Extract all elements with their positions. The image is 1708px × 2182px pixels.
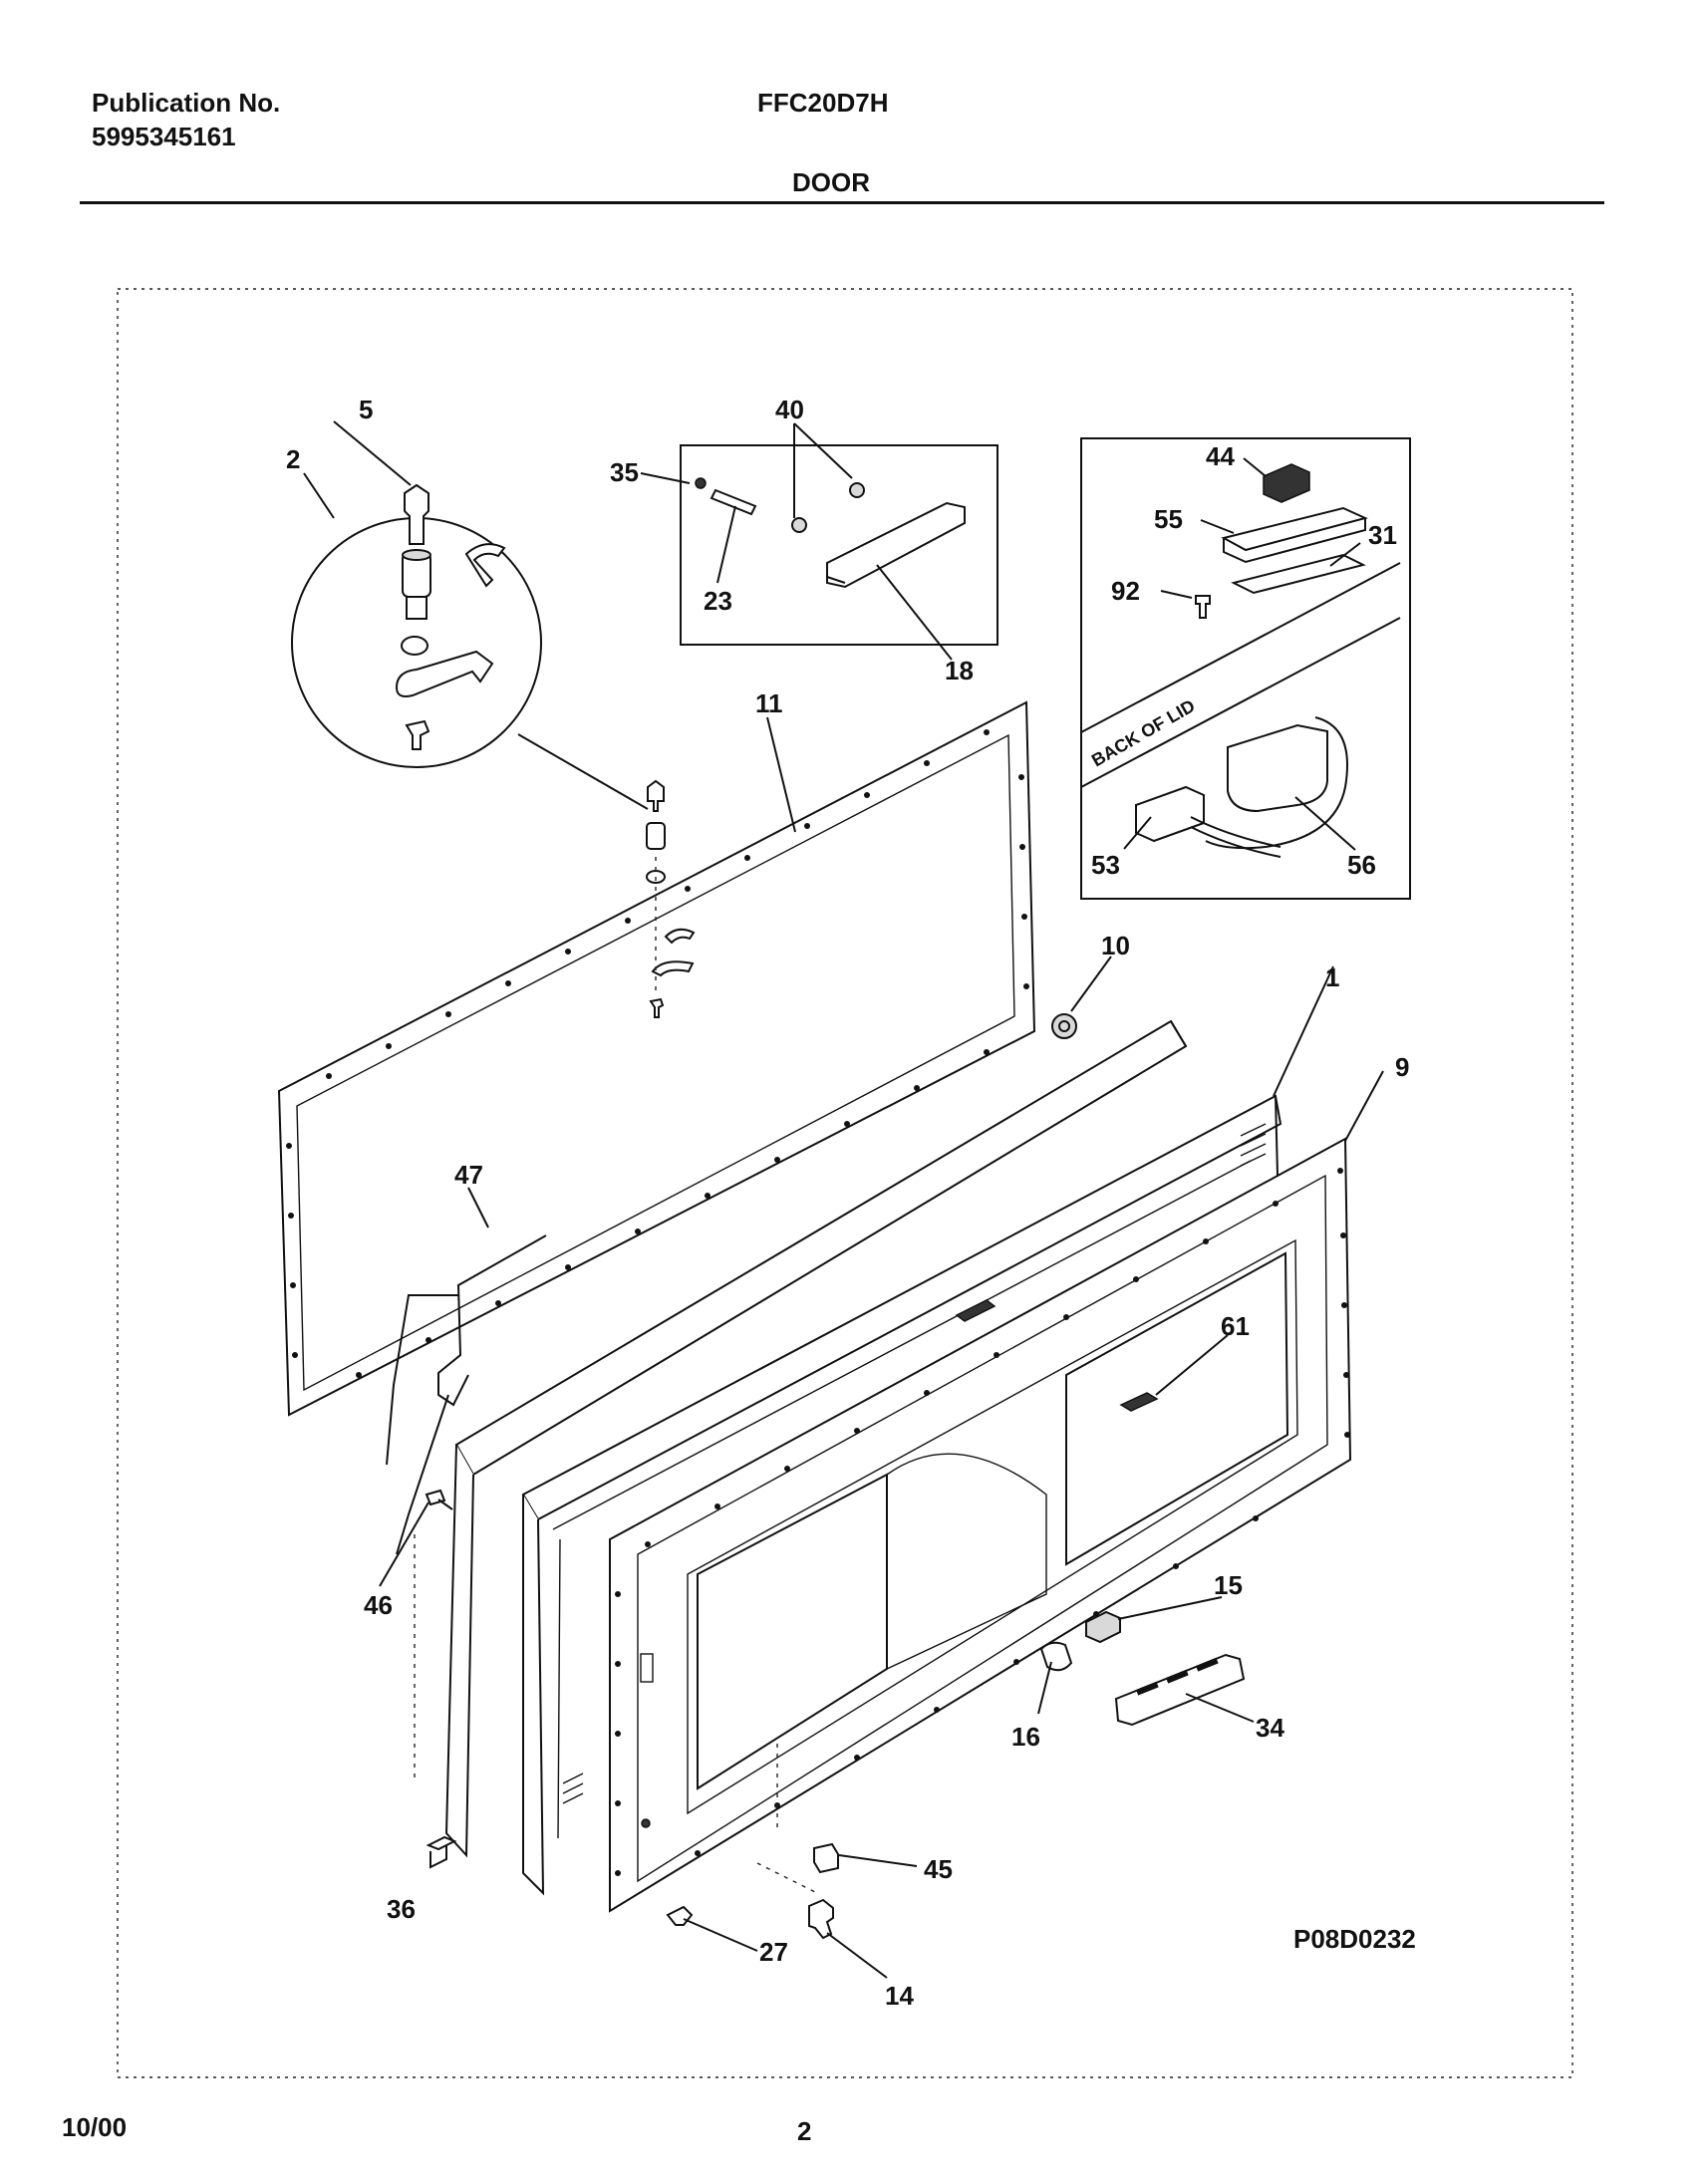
key-icon [404, 483, 429, 545]
light-lens [1221, 506, 1368, 552]
diagram-frame [117, 288, 1573, 2078]
callout-23: 23 [704, 586, 732, 616]
callout-15: 15 [1214, 1570, 1243, 1600]
callout-55: 55 [1154, 504, 1183, 534]
door-gasket [521, 1094, 1282, 1896]
handle-nut [695, 477, 707, 489]
section-title: DOOR [792, 167, 870, 197]
callout-labels: 5 2 35 40 23 18 44 55 31 92 53 56 11 10 … [286, 395, 1416, 2011]
callout-9: 9 [1395, 1052, 1409, 1082]
callout-18: 18 [945, 656, 974, 685]
callout-5: 5 [359, 395, 373, 424]
callout-46: 46 [364, 1590, 393, 1620]
callout-44: 44 [1206, 441, 1235, 471]
panel-screw [666, 1905, 694, 1926]
control-trim [1114, 1653, 1246, 1727]
callout-45: 45 [924, 1854, 953, 1884]
publication-label: Publication No. [92, 88, 281, 118]
footer-date: 10/00 [62, 2112, 128, 2142]
callout-40: 40 [775, 395, 804, 424]
callout-53: 53 [1091, 850, 1120, 880]
door-screw [425, 1489, 453, 1510]
lens-screw [1195, 595, 1211, 619]
lid-liner [277, 700, 1036, 1417]
panel-top-clip [955, 1299, 996, 1322]
panel-right [1065, 1251, 1289, 1566]
callout-11: 11 [755, 688, 783, 718]
back-of-lid-inset-box: BACK OF LID [1080, 437, 1411, 900]
callout-14: 14 [885, 1981, 914, 2011]
callout-10: 10 [1101, 931, 1130, 960]
callout-56: 56 [1347, 850, 1376, 880]
lens-gasket [1231, 553, 1366, 595]
hinge-plug [1051, 1013, 1077, 1039]
handle-nut-left [791, 517, 807, 533]
light-switch [1263, 463, 1310, 503]
heater-wire [437, 1234, 547, 1407]
lock-clip [464, 543, 506, 588]
door-clip [426, 1835, 457, 1869]
footer-page-number: 2 [797, 2116, 812, 2146]
callout-27: 27 [759, 1937, 788, 1967]
callout-16: 16 [1011, 1722, 1040, 1752]
callout-2: 2 [286, 444, 300, 474]
leader-lines [303, 420, 1384, 1979]
hinge-shim [1119, 1392, 1159, 1412]
o-ring [401, 636, 428, 656]
panel-rivets [615, 1168, 1350, 1876]
drain-fitting [808, 1898, 834, 1940]
latch-knob [1039, 1641, 1073, 1672]
door-switch [813, 1842, 839, 1874]
outer-door-panel [609, 1137, 1352, 1913]
handle-inset-box [680, 444, 998, 646]
liner-rivets [286, 729, 1029, 1378]
callout-35: 35 [610, 457, 639, 487]
drawing-id: P08D0232 [1293, 1924, 1416, 1954]
lid-insulation [444, 1019, 1188, 1858]
callout-36: 36 [387, 1894, 416, 1924]
handle-pin [710, 488, 757, 516]
callout-31: 31 [1368, 520, 1397, 550]
callout-47: 47 [454, 1160, 483, 1190]
ballast-block [1135, 785, 1205, 843]
callout-61: 61 [1221, 1311, 1250, 1341]
lock-detail-circle [291, 483, 649, 810]
callout-92: 92 [1111, 576, 1140, 606]
latch-bushing [1085, 1610, 1121, 1644]
publication-number: 5995345161 [92, 122, 236, 151]
rating-label [640, 1653, 654, 1683]
handle-nut-right [849, 482, 865, 498]
lock-screw [405, 719, 430, 750]
lock-retainer [395, 650, 494, 697]
light-socket [1227, 723, 1328, 813]
callout-34: 34 [1256, 1713, 1284, 1743]
door-handle [826, 501, 966, 589]
model-number: FFC20D7H [757, 88, 889, 118]
header-rule [80, 201, 1604, 204]
callout-1: 1 [1325, 962, 1339, 992]
